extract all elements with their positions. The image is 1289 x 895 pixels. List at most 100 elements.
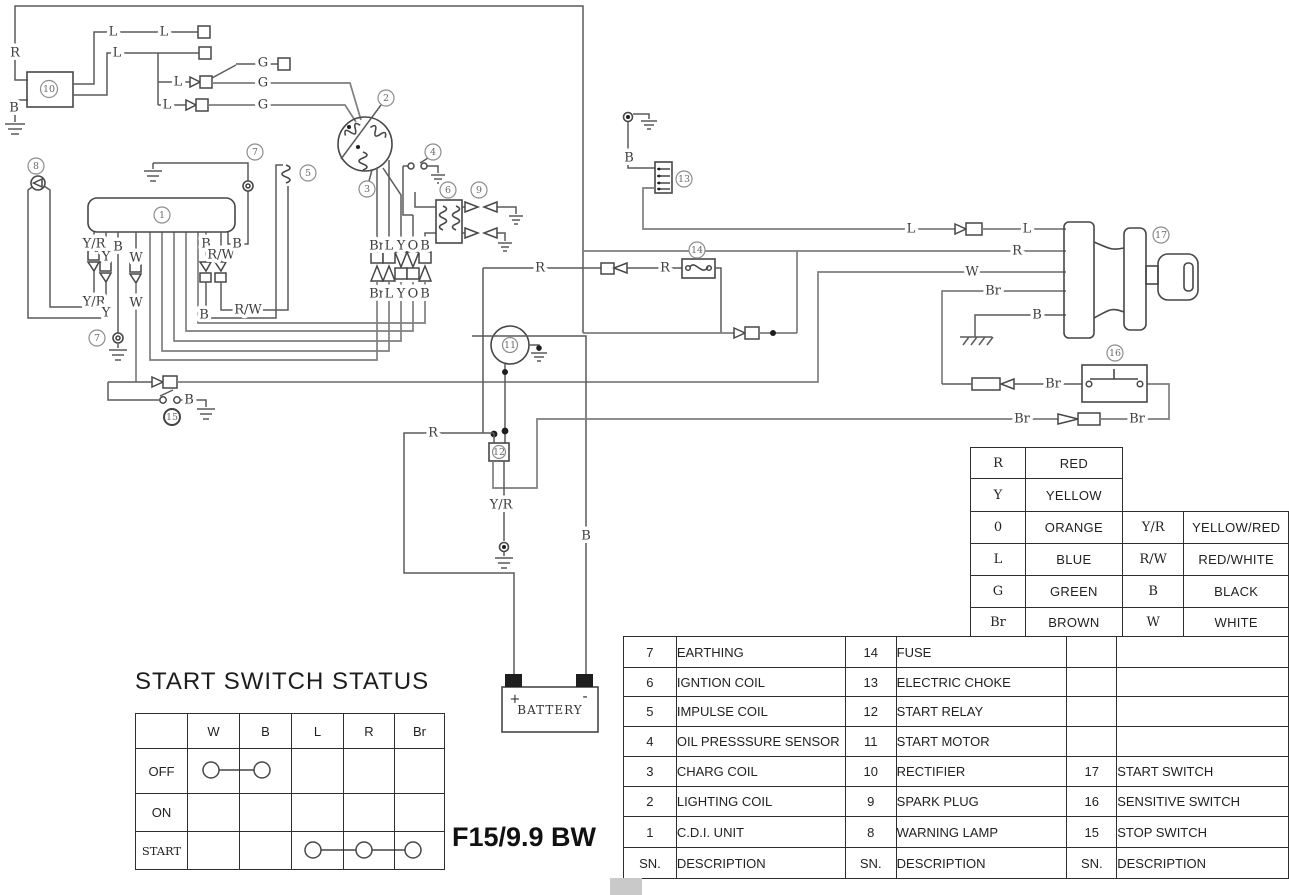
wire-label: L bbox=[113, 46, 122, 61]
wire-label: B bbox=[1032, 308, 1042, 323]
cdi-top-ground bbox=[144, 162, 249, 182]
start-switch-body bbox=[1123, 227, 1147, 331]
wire-label: Y bbox=[101, 250, 111, 265]
wire-label: Br bbox=[1045, 377, 1062, 392]
color-code: G bbox=[970, 575, 1026, 608]
earth-point bbox=[112, 332, 124, 344]
wire-label: Y/R bbox=[82, 295, 107, 310]
status-header-blank bbox=[135, 713, 188, 749]
component-desc bbox=[1116, 667, 1289, 697]
wire-label: Br bbox=[985, 284, 1002, 299]
svg-text:16: 16 bbox=[1109, 348, 1121, 359]
leader-3 bbox=[368, 169, 373, 182]
status-header: Br bbox=[394, 713, 445, 749]
wire-label: R bbox=[660, 261, 671, 276]
wire-label: B bbox=[581, 529, 591, 544]
svg-text:7: 7 bbox=[252, 147, 258, 158]
wire-label: L bbox=[385, 239, 394, 254]
status-header: R bbox=[343, 713, 395, 749]
component-desc: START SWITCH bbox=[1116, 756, 1289, 787]
connector-square bbox=[197, 25, 211, 39]
connector-square bbox=[198, 46, 212, 60]
component-sn: 16 bbox=[1066, 786, 1118, 817]
connector-square bbox=[199, 75, 213, 89]
svg-text:14: 14 bbox=[691, 245, 703, 256]
component-desc: ELECTRIC CHOKE bbox=[895, 667, 1068, 697]
component-desc: SENSITIVE SWITCH bbox=[1116, 786, 1289, 817]
wire-label: Y bbox=[101, 306, 111, 321]
wire-w-long bbox=[177, 271, 1066, 383]
color-name: YELLOW bbox=[1024, 478, 1123, 512]
wire-label: L bbox=[1023, 222, 1032, 237]
wire-label: L bbox=[163, 98, 172, 113]
color-code: B bbox=[1121, 575, 1185, 608]
lighting-coil-symbol bbox=[344, 122, 361, 136]
component-sn: 15 bbox=[1066, 816, 1118, 848]
color-code: Y bbox=[970, 478, 1026, 512]
connector-square bbox=[195, 98, 209, 112]
wire-label: Y/R bbox=[82, 237, 107, 252]
wire-label: Br bbox=[369, 287, 386, 302]
component-sn bbox=[1066, 696, 1118, 727]
rectifier-box bbox=[26, 71, 74, 108]
wire-g2 bbox=[212, 82, 362, 121]
wire-rectifier-b bbox=[5, 99, 28, 135]
pointer-line bbox=[340, 104, 382, 160]
color-name: ORANGE bbox=[1024, 511, 1123, 544]
component-sn: 11 bbox=[844, 726, 897, 757]
component-desc bbox=[1116, 636, 1289, 668]
wire-label: R/W bbox=[207, 248, 235, 263]
table-header-sn: SN. bbox=[1066, 847, 1118, 879]
component-desc: EARTHING bbox=[675, 636, 846, 668]
component-sn: 6 bbox=[623, 667, 677, 697]
table-header-sn: SN. bbox=[623, 847, 677, 879]
choke-box bbox=[654, 161, 673, 194]
status-table-title: START SWITCH STATUS bbox=[135, 668, 430, 695]
battery-label: BATTERY bbox=[517, 703, 582, 717]
wire-label: B bbox=[184, 393, 194, 408]
svg-text:10: 10 bbox=[43, 84, 55, 95]
earth-point bbox=[242, 180, 254, 192]
component-desc: IMPULSE COIL bbox=[675, 696, 846, 727]
table-header-desc: DESCRIPTION bbox=[1116, 847, 1289, 879]
wire-label: G bbox=[258, 56, 268, 71]
color-code: 0 bbox=[970, 511, 1026, 544]
sensitive-switch-box bbox=[1081, 364, 1148, 403]
start-switch-status-table: W B L R Br OFF ON START bbox=[135, 713, 445, 870]
component-desc: IGNTION COIL bbox=[675, 667, 846, 697]
wire-l-long bbox=[642, 187, 955, 230]
wire-label: Br bbox=[1014, 412, 1031, 427]
component-desc: LIGHTING COIL bbox=[675, 786, 846, 817]
wire-label: Y bbox=[396, 287, 406, 302]
wire-label: B bbox=[113, 240, 123, 255]
svg-text:1: 1 bbox=[159, 210, 165, 221]
wire-battery-plus bbox=[403, 432, 515, 675]
color-code: Br bbox=[970, 607, 1026, 637]
wire-label: Y/R bbox=[489, 498, 514, 513]
wire-label: L bbox=[109, 25, 118, 40]
wire-label: Y bbox=[396, 239, 406, 254]
flywheel-circle bbox=[337, 116, 393, 172]
wire-label: W bbox=[965, 265, 979, 280]
component-desc: STOP SWITCH bbox=[1116, 816, 1289, 848]
ignition-coil-box bbox=[435, 199, 463, 244]
wire-label: Br bbox=[369, 239, 386, 254]
component-sn: 14 bbox=[844, 636, 897, 668]
wire-label: G bbox=[258, 76, 268, 91]
svg-text:12: 12 bbox=[493, 447, 505, 458]
svg-text:7: 7 bbox=[94, 333, 100, 344]
status-row-label: ON bbox=[135, 793, 188, 832]
svg-text:9: 9 bbox=[476, 185, 482, 196]
svg-text:13: 13 bbox=[678, 174, 690, 185]
svg-text:6: 6 bbox=[445, 185, 451, 196]
part-number-badge: 1 2 3 4 5 6 7 8 9 10 11 12 13 14 15 16 1… bbox=[27, 79, 1170, 460]
color-code: R bbox=[970, 447, 1026, 479]
wire-g3 bbox=[208, 104, 357, 123]
wire-label: Br bbox=[1129, 412, 1146, 427]
color-name: GREEN bbox=[1024, 575, 1123, 608]
battery-terminal-plus bbox=[505, 674, 522, 687]
wire-label: B bbox=[420, 239, 430, 254]
key-head bbox=[1157, 253, 1199, 301]
charge-coil-symbol bbox=[358, 151, 368, 171]
